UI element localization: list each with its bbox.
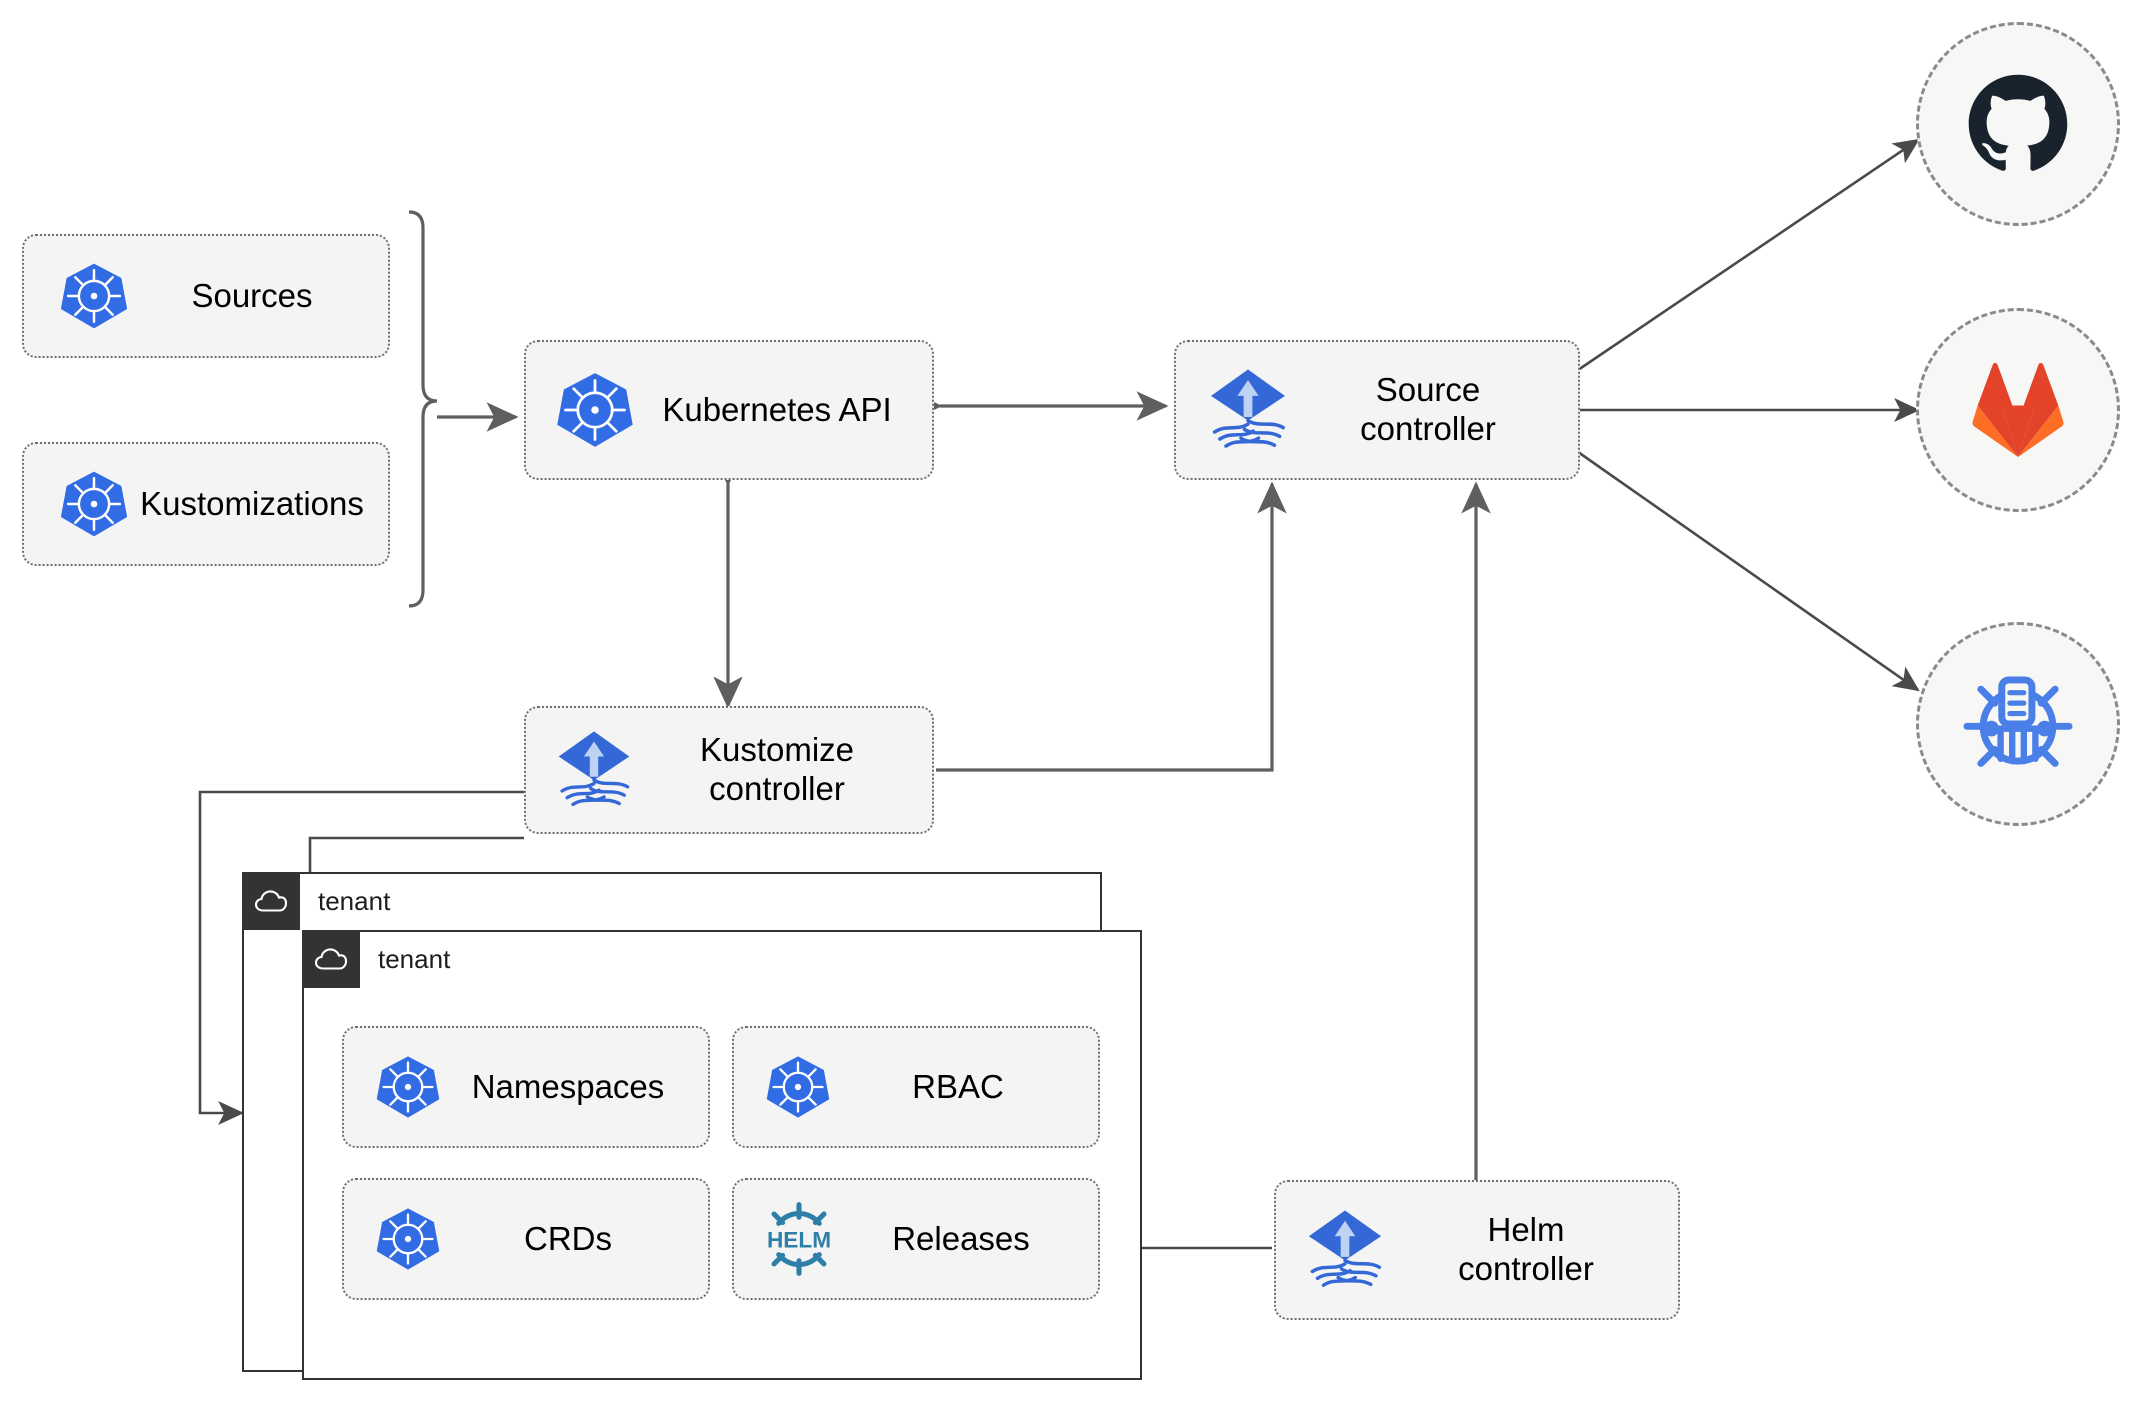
provider-gitlab[interactable] bbox=[1916, 308, 2120, 512]
edge-kustomize-to-source-controller bbox=[936, 481, 1287, 772]
svg-text:HELM: HELM bbox=[767, 1228, 831, 1253]
kubernetes-icon bbox=[554, 369, 636, 451]
edge-kustomize-to-tenant-back bbox=[198, 790, 524, 1125]
kubernetes-icon bbox=[58, 260, 130, 332]
kubernetes-icon bbox=[374, 1205, 442, 1273]
flux-icon bbox=[1204, 366, 1292, 454]
node-kustomize-controller[interactable]: Kustomize controller bbox=[524, 706, 934, 834]
tenant-back-label: tenant bbox=[318, 886, 391, 916]
node-source-controller[interactable]: Source controller bbox=[1174, 340, 1580, 480]
resources-brace bbox=[408, 210, 438, 608]
node-helm-controller[interactable]: Helm controller bbox=[1274, 1180, 1680, 1320]
node-source-controller-label: Source controller bbox=[1360, 371, 1496, 447]
node-namespaces[interactable]: Namespaces bbox=[342, 1026, 710, 1148]
node-crds[interactable]: CRDs bbox=[342, 1178, 710, 1300]
node-kustomizations-label: Kustomizations bbox=[140, 484, 364, 522]
node-releases-label: Releases bbox=[892, 1219, 1030, 1257]
tenant-front-titlebar: tenant bbox=[302, 930, 450, 988]
tenant-front-label: tenant bbox=[378, 944, 451, 974]
kubernetes-icon bbox=[374, 1053, 442, 1121]
node-kubernetes-api-label: Kubernetes API bbox=[662, 390, 892, 428]
github-icon bbox=[1968, 74, 2068, 171]
node-kubernetes-api[interactable]: Kubernetes API bbox=[524, 340, 934, 480]
kubernetes-icon bbox=[58, 468, 130, 540]
flux-icon bbox=[1302, 1207, 1388, 1293]
gitlab-icon bbox=[1972, 362, 2064, 458]
kubernetes-icon bbox=[764, 1053, 832, 1121]
node-namespaces-label: Namespaces bbox=[471, 1067, 665, 1105]
tenant-window-front[interactable]: tenant bbox=[302, 930, 1142, 1380]
edge-source-controller-to-helm-repository bbox=[1577, 450, 1920, 692]
node-sources-label: Sources bbox=[191, 276, 313, 314]
provider-github[interactable] bbox=[1916, 22, 2120, 226]
tenant-back-titlebar: tenant bbox=[242, 872, 390, 930]
node-rbac-label: RBAC bbox=[912, 1067, 1004, 1105]
node-helm-controller-label: Helm controller bbox=[1458, 1211, 1594, 1287]
node-sources[interactable]: Sources bbox=[22, 234, 390, 358]
node-kustomize-controller-label: Kustomize controller bbox=[699, 731, 855, 807]
edge-source-controller-to-github bbox=[1577, 138, 1920, 372]
helm-icon: HELM bbox=[760, 1200, 838, 1278]
provider-helm-repository[interactable] bbox=[1916, 622, 2120, 826]
node-releases[interactable]: HELM Releases bbox=[732, 1178, 1100, 1300]
cloud-icon bbox=[242, 872, 300, 930]
node-rbac[interactable]: RBAC bbox=[732, 1026, 1100, 1148]
helm-repository-icon bbox=[1963, 676, 2073, 767]
flux-icon bbox=[552, 728, 636, 812]
node-crds-label: CRDs bbox=[524, 1219, 612, 1257]
cloud-icon bbox=[302, 930, 360, 988]
node-kustomizations[interactable]: Kustomizations bbox=[22, 442, 390, 566]
